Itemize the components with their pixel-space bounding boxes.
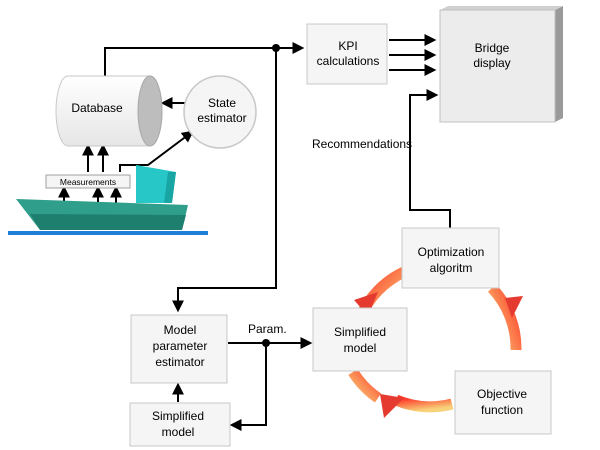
state-estimator-label-2: estimator bbox=[197, 111, 246, 125]
cycle-arrowhead-1 bbox=[354, 292, 378, 316]
cycle-arc-bottom bbox=[393, 394, 454, 413]
recommendations-line bbox=[409, 89, 451, 228]
simplified-model-right-label-1: Simplified bbox=[334, 325, 386, 339]
meas-to-state-arrow bbox=[119, 130, 194, 172]
cycle-arrowhead-3 bbox=[380, 394, 404, 418]
db-to-kpi-line bbox=[104, 42, 305, 76]
kpi-label-2: calculations bbox=[317, 54, 380, 68]
kpi-label-1: KPI bbox=[338, 39, 357, 53]
cycle-arrowhead-2 bbox=[505, 296, 523, 318]
junction-to-model-param-line bbox=[172, 48, 277, 313]
model-param-node: Model parameter estimator bbox=[130, 314, 228, 384]
objective-label-2: function bbox=[481, 403, 523, 417]
measurements-node: Measurements bbox=[45, 174, 131, 189]
bridge-depth-top bbox=[440, 6, 563, 10]
bridge-display-node: Bridge display bbox=[439, 6, 563, 123]
simplified-model-left-label-2: model bbox=[162, 425, 195, 439]
database-label: Database bbox=[71, 101, 123, 115]
database-end-cap bbox=[137, 75, 163, 147]
recommendations-label: Recommendations bbox=[312, 137, 412, 151]
bridge-label-2: display bbox=[473, 56, 510, 70]
ship-illustration bbox=[8, 165, 208, 235]
database-node: Database bbox=[55, 75, 163, 147]
param-label: Param. bbox=[248, 322, 287, 336]
optimization-label-2: algoritm bbox=[430, 261, 473, 275]
model-param-label-3: estimator bbox=[155, 355, 204, 369]
measurements-label: Measurements bbox=[60, 177, 116, 187]
simplified-model-right-label-2: model bbox=[344, 341, 377, 355]
ship-stack-shade bbox=[164, 172, 176, 203]
optimization-label-1: Optimization bbox=[418, 245, 485, 259]
junction-dot-param bbox=[262, 339, 270, 347]
simplified-model-left-node: Simplified model bbox=[129, 402, 231, 447]
simplified-model-right-node: Simplified model bbox=[312, 307, 408, 372]
param-branch-line bbox=[229, 343, 267, 431]
simplified-model-left-label-1: Simplified bbox=[152, 409, 204, 423]
ship-hull-shade bbox=[30, 214, 186, 230]
bridge-label-1: Bridge bbox=[475, 41, 510, 55]
cycle-arc-left bbox=[348, 368, 382, 403]
model-param-label-2: parameter bbox=[153, 339, 208, 353]
water-line bbox=[8, 231, 208, 235]
junction-dot-top bbox=[272, 44, 280, 52]
optimization-node: Optimization algoritm bbox=[401, 227, 500, 289]
objective-node: Objective function bbox=[454, 370, 552, 435]
model-param-label-1: Model bbox=[164, 323, 197, 337]
kpi-node: KPI calculations bbox=[306, 23, 388, 85]
state-estimator-label-1: State bbox=[208, 96, 236, 110]
objective-label-1: Objective bbox=[477, 387, 527, 401]
state-estimator-node: State estimator bbox=[183, 75, 257, 149]
cycle-arc-right bbox=[487, 284, 522, 351]
bridge-depth-right bbox=[555, 6, 563, 122]
